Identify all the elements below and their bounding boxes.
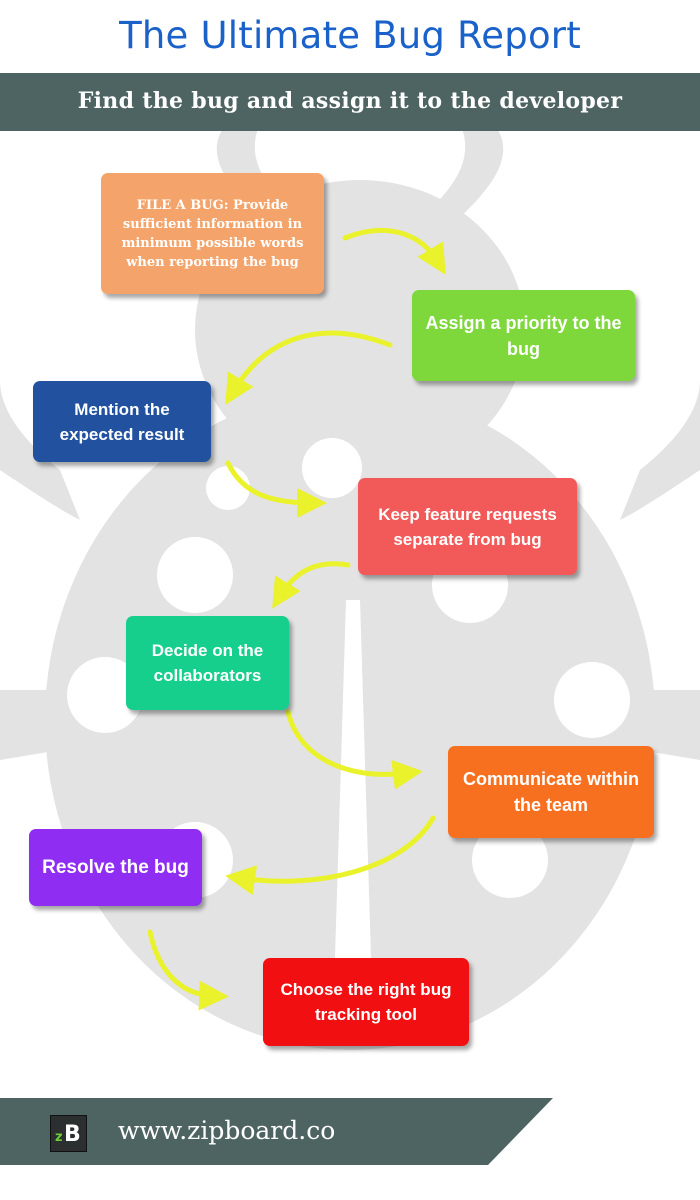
arrow-3-to-4 — [225, 460, 327, 518]
step-collaborators: Decide on the collaborators — [126, 616, 289, 710]
step-label: Decide on the collaborators — [151, 641, 264, 685]
step-label: Resolve the bug — [42, 856, 189, 878]
arrow-6-to-7 — [225, 815, 436, 896]
step-file-a-bug: FILE A BUG: Provide sufficient informati… — [101, 173, 324, 294]
page-title: The Ultimate Bug Report — [119, 14, 581, 57]
step-expected-result: Mention the expected result — [33, 381, 211, 462]
step-label: Choose the right bug tracking tool — [280, 980, 452, 1024]
arrow-1-to-2 — [342, 228, 446, 275]
page-subtitle: Find the bug and assign it to the develo… — [77, 88, 623, 114]
zipboard-logo-icon[interactable]: z B — [50, 1115, 87, 1152]
arrow-5-to-6 — [285, 709, 423, 790]
step-label: Mention the expected result — [59, 399, 185, 444]
step-assign-priority: Assign a priority to the bug — [412, 290, 635, 381]
arrow-7-to-8 — [147, 929, 229, 1011]
step-resolve: Resolve the bug — [29, 829, 202, 906]
step-label: FILE A BUG: Provide sufficient informati… — [121, 197, 304, 270]
footer-website-link[interactable]: www.zipboard.co — [118, 1116, 336, 1145]
step-label: Assign a priority to the bug — [425, 312, 622, 359]
subtitle-banner — [0, 73, 700, 131]
step-communicate: Communicate within the team — [448, 746, 654, 838]
arrow-2-to-3 — [225, 330, 393, 405]
step-label: Communicate within the team — [462, 769, 639, 815]
step-label: Keep feature requests separate from bug — [378, 504, 557, 549]
arrow-4-to-5 — [272, 561, 351, 609]
step-feature-requests: Keep feature requests separate from bug — [358, 478, 577, 575]
step-tracking-tool: Choose the right bug tracking tool — [263, 958, 469, 1046]
